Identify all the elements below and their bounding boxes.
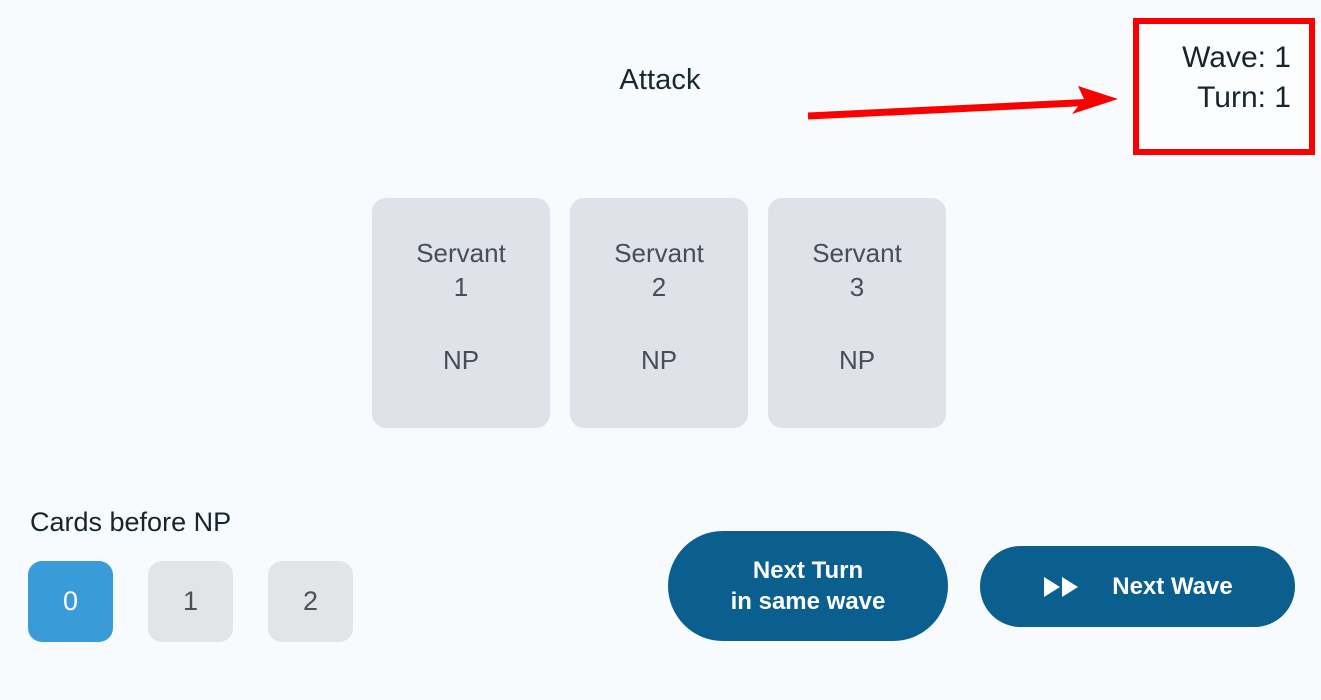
servant-card[interactable]: Servant 1 NP [372, 198, 550, 428]
fast-forward-icon [1042, 575, 1082, 599]
wave-turn-status-box: Wave: 1 Turn: 1 [1133, 18, 1315, 155]
servant-np-button[interactable]: NP [640, 345, 678, 375]
servant-index: 3 [849, 272, 865, 302]
cards-before-np-label: Cards before NP [30, 507, 232, 537]
servant-index: 2 [651, 272, 667, 302]
servant-np-button[interactable]: NP [838, 345, 876, 375]
next-turn-label-line1: Next Turn [752, 557, 864, 584]
servant-np-button[interactable]: NP [442, 345, 480, 375]
next-turn-label-line2: in same wave [730, 588, 886, 615]
servant-name: Servant [614, 238, 704, 268]
cards-before-np-option-0[interactable]: 0 [28, 561, 113, 642]
page-title-text: Attack [619, 64, 701, 96]
next-wave-button[interactable]: Next Wave [980, 546, 1295, 627]
servant-card-list: Servant 1 NP Servant 2 NP Servant 3 NP [372, 198, 946, 428]
servant-index: 1 [453, 272, 469, 302]
servant-card[interactable]: Servant 2 NP [570, 198, 748, 428]
wave-label: Wave: 1 [1182, 41, 1291, 74]
cards-before-np-options: 0 1 2 [28, 561, 353, 642]
cards-before-np-option-2[interactable]: 2 [268, 561, 353, 642]
page-title: Attack [0, 62, 1321, 98]
turn-label: Turn: 1 [1197, 81, 1291, 114]
cards-before-np-section: Cards before NP 0 1 2 [28, 505, 353, 642]
cards-before-np-option-1[interactable]: 1 [148, 561, 233, 642]
servant-name: Servant [416, 238, 506, 268]
next-turn-button[interactable]: Next Turn in same wave [668, 531, 948, 641]
servant-card[interactable]: Servant 3 NP [768, 198, 946, 428]
servant-name: Servant [812, 238, 902, 268]
next-wave-label: Next Wave [1112, 572, 1233, 600]
